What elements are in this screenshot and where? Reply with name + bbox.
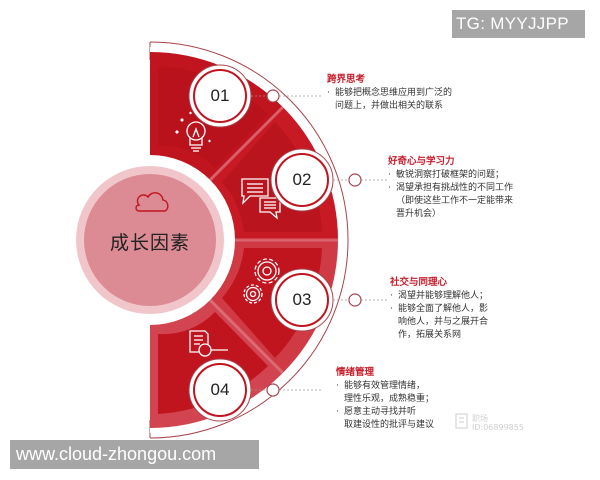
factor-01-text: 跨界思考 能够把概念思维应用到广泛的 问题上，并做出相关的联系 xyxy=(327,73,467,113)
number-04: 04 xyxy=(210,380,230,399)
factor-01-bullet-1: 能够把概念思维应用到广泛的 问题上，并做出相关的联系 xyxy=(327,87,467,113)
marker-04 xyxy=(188,358,322,422)
center-circle xyxy=(68,158,232,322)
factor-03-bullet-1: 渴望并能够理解他人； xyxy=(390,290,500,303)
factor-02-text: 好奇心与学习力 敏锐洞察打破框架的问题； 渴望承担有挑战性的不同工作 （即使这些… xyxy=(388,155,518,221)
factor-02-bullet-1: 敏锐洞察打破框架的问题； xyxy=(388,169,518,182)
factor-03-bullet-2: 能够全面了解他人，影 响他人，并与之展开合 作，拓展关系网 xyxy=(390,303,500,342)
website-url-badge: www.cloud-zhongou.com xyxy=(10,440,259,469)
factor-03-text: 社交与同理心 渴望并能够理解他人； 能够全面了解他人，影 响他人，并与之展开合 … xyxy=(390,276,500,342)
factor-04-text: 情绪管理 能够有效管理情绪， 理性乐观，成熟稳重； 愿意主动寻找并听 取建设性的… xyxy=(336,366,466,432)
factor-01-title: 跨界思考 xyxy=(327,74,366,85)
factor-04-title: 情绪管理 xyxy=(336,367,375,378)
number-01: 01 xyxy=(210,86,230,105)
marker-02 xyxy=(270,148,388,212)
center-label: 成长因素 xyxy=(109,232,190,254)
factor-04-bullet-1: 能够有效管理情绪， 理性乐观，成熟稳重； xyxy=(336,380,466,406)
number-03: 03 xyxy=(292,290,312,309)
watermark-text: 职场 ID:06899855 xyxy=(472,414,524,432)
factor-04-bullet-2: 愿意主动寻找并听 取建设性的批评与建议 xyxy=(336,406,466,432)
document-search-icon xyxy=(189,330,228,357)
number-02: 02 xyxy=(292,170,312,189)
marker-03 xyxy=(270,268,388,332)
tg-handle-badge: TG: MYYJJPP xyxy=(452,10,585,38)
factor-02-bullet-2: 渴望承担有挑战性的不同工作 （即使这些工作不一定能带来 晋升机会） xyxy=(388,182,518,221)
gears-icon xyxy=(243,258,280,304)
marker-01 xyxy=(188,64,322,128)
factor-02-title: 好奇心与学习力 xyxy=(388,156,455,167)
cloud-icon xyxy=(135,192,169,212)
factor-03-title: 社交与同理心 xyxy=(390,277,448,288)
